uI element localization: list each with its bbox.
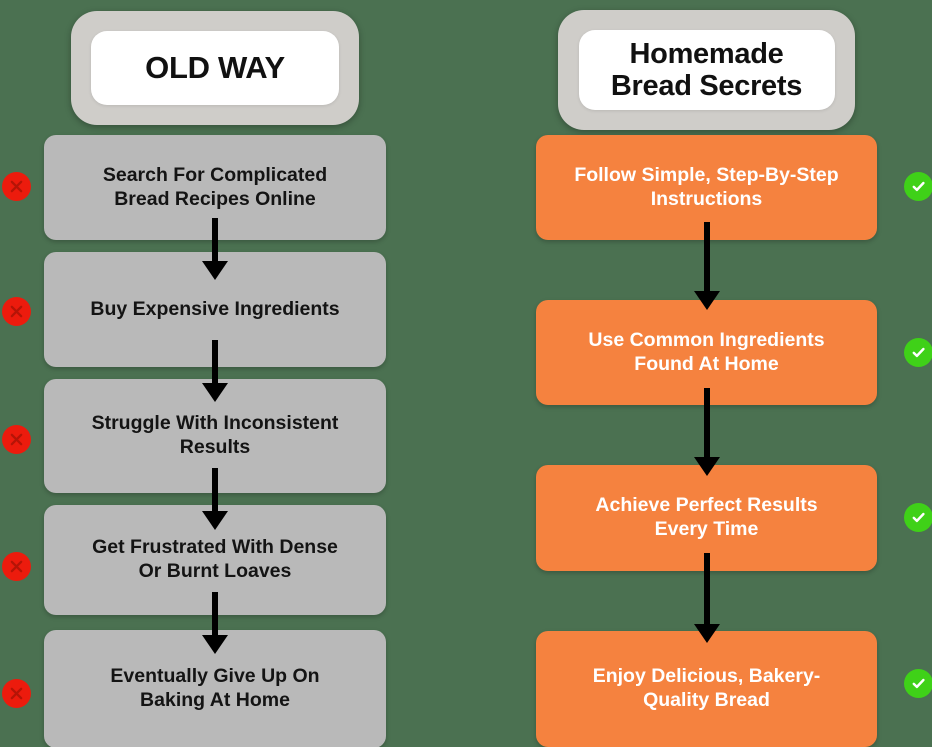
old-way-step-1: Search For Complicated Bread Recipes Onl… bbox=[44, 135, 386, 240]
old-way-step-3: Struggle With Inconsistent Results bbox=[44, 379, 386, 493]
old-way-header-title: OLD WAY bbox=[145, 49, 285, 85]
secrets-step-4: Enjoy Delicious, Bakery- Quality Bread bbox=[536, 631, 877, 747]
check-icon-3 bbox=[904, 503, 932, 532]
old-way-step-4-label: Get Frustrated With Dense Or Burnt Loave… bbox=[92, 536, 338, 582]
old-way-step-2-label: Buy Expensive Ingredients bbox=[90, 297, 340, 320]
old-way-step-5: Eventually Give Up On Baking At Home bbox=[44, 630, 386, 747]
homemade-bread-secrets-header-title: Homemade Bread Secrets bbox=[610, 37, 803, 102]
old-way-step-3-label: Struggle With Inconsistent Results bbox=[91, 412, 339, 458]
homemade-bread-secrets-header-plate: Homemade Bread Secrets bbox=[578, 30, 835, 110]
homemade-bread-secrets-header-frame: Homemade Bread Secrets bbox=[558, 10, 855, 130]
secrets-step-4-label: Enjoy Delicious, Bakery- Quality Bread bbox=[592, 665, 821, 711]
secrets-step-2: Use Common Ingredients Found At Home bbox=[536, 300, 877, 405]
secrets-step-3: Achieve Perfect Results Every Time bbox=[536, 465, 877, 571]
old-way-step-4: Get Frustrated With Dense Or Burnt Loave… bbox=[44, 505, 386, 615]
secrets-step-1: Follow Simple, Step-By-Step Instructions bbox=[536, 135, 877, 240]
cross-icon-3 bbox=[2, 425, 31, 454]
cross-icon-2 bbox=[2, 297, 31, 326]
old-way-step-2: Buy Expensive Ingredients bbox=[44, 252, 386, 367]
check-icon-2 bbox=[904, 338, 932, 367]
old-way-header-plate: OLD WAY bbox=[91, 31, 339, 105]
cross-icon-5 bbox=[2, 679, 31, 708]
cross-icon-4 bbox=[2, 552, 31, 581]
check-icon-4 bbox=[904, 669, 932, 698]
old-way-step-5-label: Eventually Give Up On Baking At Home bbox=[110, 665, 320, 711]
secrets-step-3-label: Achieve Perfect Results Every Time bbox=[595, 494, 818, 540]
check-icon-1 bbox=[904, 172, 932, 201]
homemade-bread-secrets-column: Follow Simple, Step-By-Step Instructions… bbox=[536, 0, 877, 747]
secrets-step-1-label: Follow Simple, Step-By-Step Instructions bbox=[574, 163, 839, 210]
secrets-step-2-label: Use Common Ingredients Found At Home bbox=[588, 328, 825, 375]
old-way-column: Search For Complicated Bread Recipes Onl… bbox=[44, 0, 386, 747]
old-way-header-frame: OLD WAY bbox=[71, 11, 359, 125]
old-way-step-1-label: Search For Complicated Bread Recipes Onl… bbox=[102, 163, 328, 210]
cross-icon-1 bbox=[2, 172, 31, 201]
